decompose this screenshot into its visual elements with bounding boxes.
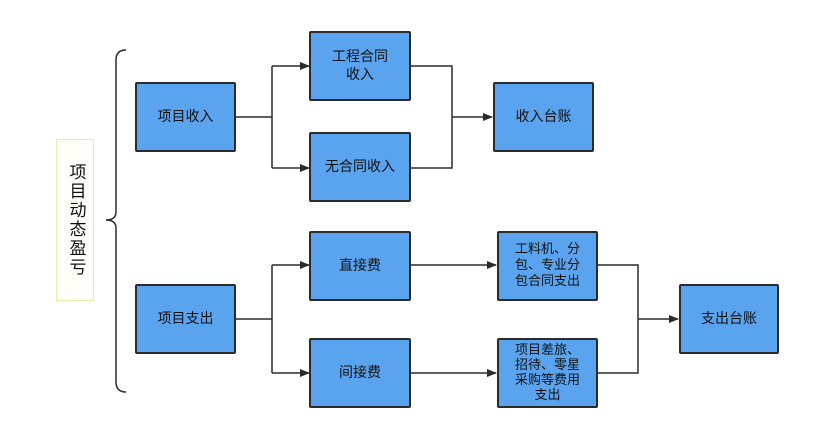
left-brace [105,49,127,393]
node-indirect-detail: 项目差旅、 招待、零星 采购等费用 支出 [497,338,598,408]
node-contract-income: 工程合同 收入 [309,31,411,101]
node-project-expense: 项目支出 [135,284,236,354]
connector-income-merge [411,65,453,169]
node-no-contract-income: 无合同收入 [309,132,411,202]
node-direct-cost: 直接费 [309,231,411,301]
node-expense-ledger: 支出台账 [679,284,779,354]
node-direct-detail: 工料机、分 包、专业分 包合同支出 [497,231,598,301]
connector-expense-split [236,265,273,373]
node-project-income: 项目收入 [135,82,236,152]
connector-income-split [236,66,273,168]
connector-expense-merge [598,264,639,374]
node-indirect-cost: 间接费 [309,338,411,408]
node-income-ledger: 收入台账 [493,82,594,152]
diagram-title: 项目动态盈亏 [56,139,94,301]
